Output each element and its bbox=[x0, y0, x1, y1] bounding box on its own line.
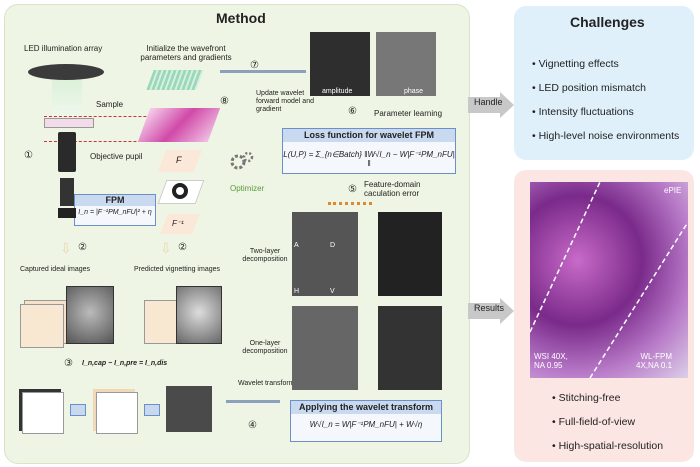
amplitude-label: amplitude bbox=[322, 88, 353, 95]
tile-h: H bbox=[294, 288, 300, 295]
histology-image bbox=[530, 182, 688, 378]
illumination-beam bbox=[52, 80, 82, 116]
pupil-aperture bbox=[176, 187, 184, 195]
optimizer-label: Optimizer bbox=[230, 184, 265, 193]
led-label: LED illumination array bbox=[24, 44, 103, 53]
wavefront-grid bbox=[146, 70, 204, 90]
handle-arrow bbox=[468, 92, 514, 118]
objective-label: Objective pupil bbox=[90, 152, 143, 161]
tile-a: A bbox=[294, 242, 299, 249]
fpm-box: FPM I_n = |F⁻¹PM_nFU|² + η bbox=[74, 194, 156, 226]
fpm-title: FPM bbox=[75, 195, 155, 206]
feature-domain-label: Feature-domain caculation error bbox=[364, 180, 421, 198]
challenges-title: Challenges bbox=[570, 14, 645, 30]
sample-slide bbox=[44, 118, 94, 128]
sample-zoom-image bbox=[137, 108, 221, 142]
step-4: ④ bbox=[248, 420, 257, 431]
diff-formula: I_n,cap − I_n,pre = I_n,dis bbox=[82, 360, 168, 367]
objective-lens bbox=[58, 132, 76, 172]
epie-label: ePIE bbox=[664, 186, 682, 195]
wlfpm-label: WL-FPM 4X,NA 0.1 bbox=[636, 352, 673, 370]
step-6: ⑥ bbox=[348, 106, 357, 117]
apply-formula: W√I_n = W|F⁻¹PM_nFU| + W√η bbox=[309, 420, 423, 429]
apply-box: Applying the wavelet transform W√I_n = W… bbox=[290, 400, 442, 442]
challenge-item-1: • Vignetting effects bbox=[532, 58, 619, 70]
step-2b: ② bbox=[178, 242, 187, 253]
results-label: Results bbox=[474, 303, 505, 313]
result-item-3: • High-spatial-resolution bbox=[552, 440, 664, 452]
loss-box: Loss function for wavelet FPM L(U,P) = Σ… bbox=[282, 128, 456, 174]
captured-label: Captured ideal images bbox=[20, 266, 91, 273]
dotted-line bbox=[328, 202, 372, 208]
param-learning-label: Parameter learning bbox=[374, 109, 443, 118]
finv-label: F⁻¹ bbox=[172, 219, 184, 228]
cap-stack bbox=[96, 392, 138, 434]
step-3: ③ bbox=[64, 358, 73, 369]
down-arrow-icon-2: ⇩ bbox=[160, 240, 172, 256]
loss-title: Loss function for wavelet FPM bbox=[283, 129, 455, 142]
step-8: ⑧ bbox=[220, 96, 229, 107]
zoom-dashes bbox=[44, 116, 206, 142]
results-arrow bbox=[468, 298, 514, 324]
decomp-grid: A D H V bbox=[292, 212, 442, 392]
phase-label: phase bbox=[404, 88, 424, 95]
update-label: Update wavelet forward model and gradien… bbox=[256, 90, 314, 113]
equals-icon bbox=[144, 404, 160, 416]
amplitude-image bbox=[310, 32, 370, 96]
challenge-item-4: • High-level noise environments bbox=[532, 130, 680, 142]
predicted-image bbox=[176, 286, 222, 344]
result-item-1: • Stitching-free bbox=[552, 392, 621, 404]
init-arrow bbox=[220, 70, 306, 73]
handle-label: Handle bbox=[474, 97, 503, 107]
sample-label: Sample bbox=[96, 100, 124, 109]
fpm-formula: I_n = |F⁻¹PM_nFU|² + η bbox=[78, 209, 152, 216]
captured-image bbox=[66, 286, 114, 344]
step-5: ⑤ bbox=[348, 184, 357, 195]
gear-icon bbox=[226, 148, 256, 178]
init-label: Initialize the wavefront parameters and … bbox=[140, 44, 232, 62]
challenge-item-2: • LED position mismatch bbox=[532, 82, 646, 94]
apply-title: Applying the wavelet transform bbox=[291, 401, 441, 414]
challenge-item-3: • Intensity fluctuations bbox=[532, 106, 634, 118]
one-layer-label: One-layer decomposition bbox=[242, 340, 288, 355]
wavelet-arrow bbox=[226, 400, 280, 403]
minus-icon bbox=[70, 404, 86, 416]
camera bbox=[58, 208, 76, 218]
result-item-2: • Full-field-of-view bbox=[552, 416, 636, 428]
wsi-label: WSI 40X, NA 0.95 bbox=[534, 352, 568, 370]
noise-image bbox=[166, 386, 212, 432]
tile-d: D bbox=[330, 242, 336, 249]
led-array-disc bbox=[28, 64, 104, 80]
step-1: ① bbox=[24, 150, 33, 161]
wavelet-transform-label: Wavelet transform bbox=[238, 380, 295, 387]
loss-formula: L(U,P) = Σ_{n∈Batch} ‖W√I_n − W|F⁻¹PM_nF… bbox=[283, 150, 455, 168]
challenges-panel bbox=[514, 6, 694, 160]
captured-stack-mid bbox=[20, 304, 64, 348]
method-title: Method bbox=[216, 10, 266, 26]
down-arrow-icon: ⇩ bbox=[60, 240, 72, 256]
two-layer-label: Two-layer decomposition bbox=[242, 248, 288, 263]
dis-stack bbox=[22, 392, 64, 434]
phase-image bbox=[376, 32, 436, 96]
f-label: F bbox=[176, 155, 182, 165]
step-7: ⑦ bbox=[250, 60, 259, 71]
predicted-label: Predicted vignetting images bbox=[134, 266, 220, 273]
step-2a: ② bbox=[78, 242, 87, 253]
tile-v: V bbox=[330, 288, 335, 295]
tube-lens bbox=[60, 178, 74, 206]
